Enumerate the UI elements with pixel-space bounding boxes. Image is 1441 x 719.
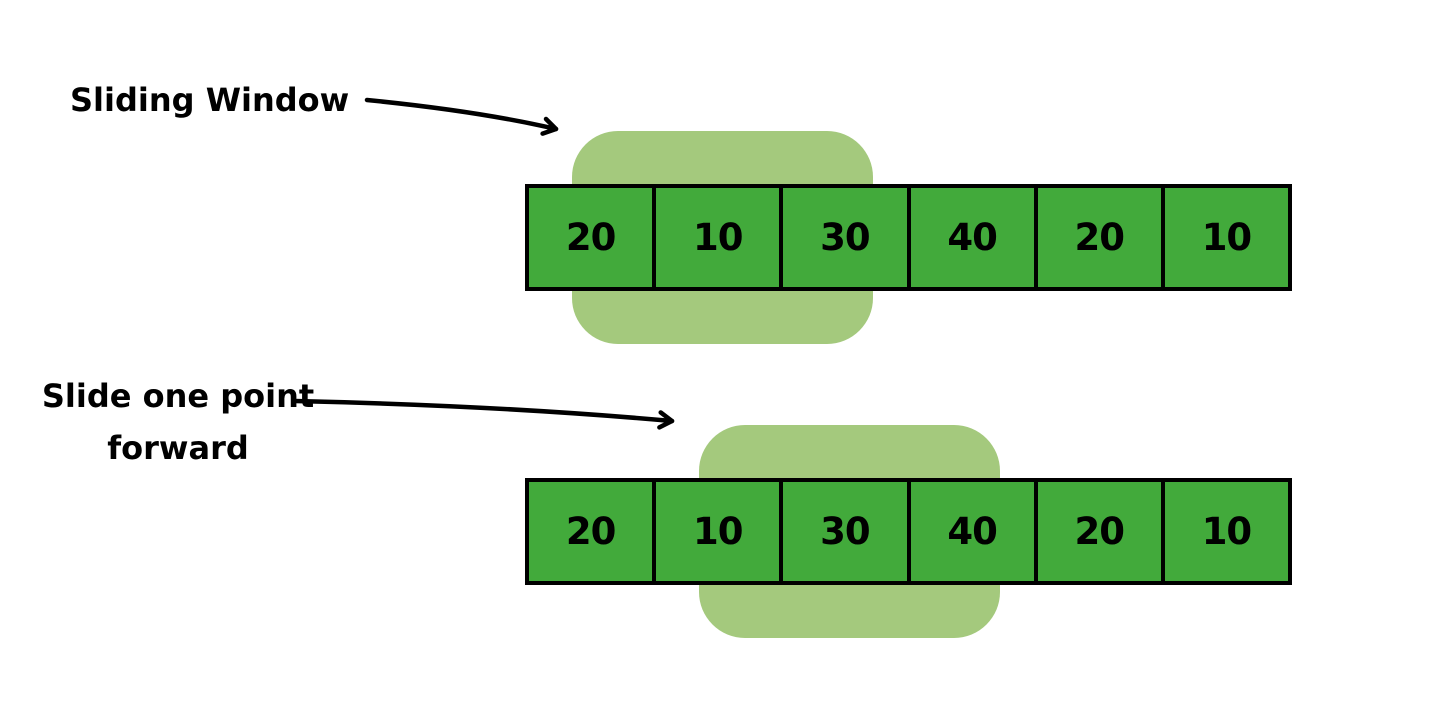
array-cell: 20	[529, 482, 657, 581]
array-row-2: 20 10 30 40 20 10	[525, 478, 1292, 585]
array-cell: 20	[1037, 188, 1165, 287]
label-sliding-window: Sliding Window	[70, 81, 350, 119]
array-cell: 10	[656, 188, 784, 287]
array-cell: 20	[529, 188, 657, 287]
array-cell: 30	[783, 188, 911, 287]
array-cell: 10	[1164, 482, 1289, 581]
array-cell: 40	[910, 188, 1038, 287]
array-cell: 20	[1037, 482, 1165, 581]
label-slide-forward-line1: Slide one point	[41, 377, 315, 415]
label-slide-forward-line2: forward	[107, 429, 249, 467]
array-cell: 40	[910, 482, 1038, 581]
array-row-1: 20 10 30 40 20 10	[525, 184, 1292, 291]
arrow-to-window-1	[364, 97, 559, 136]
label-slide-forward: Slide one point forward	[0, 370, 356, 474]
array-cell: 30	[783, 482, 911, 581]
array-cell: 10	[1164, 188, 1289, 287]
array-cell: 10	[656, 482, 784, 581]
